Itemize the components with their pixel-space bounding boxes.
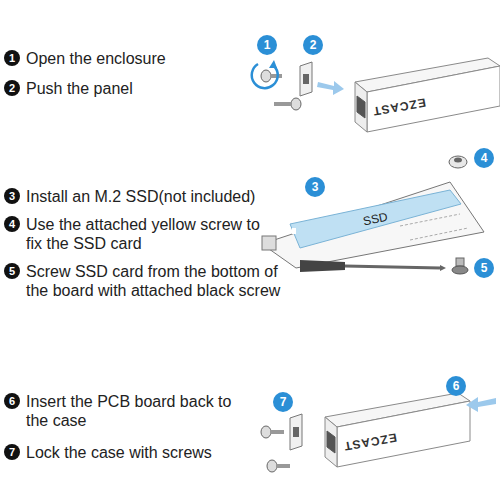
callout-number: 6 (9, 395, 15, 407)
ssd-shape (290, 190, 461, 248)
circle-shape (257, 35, 277, 55)
step-text: Lock the case with screws (26, 443, 266, 462)
step-circle: 7 (4, 444, 20, 460)
circle-shape (4, 263, 20, 279)
circle-shape (303, 35, 323, 55)
step-circle: 1 (4, 50, 20, 66)
text-holder: 4 (4, 216, 20, 232)
ssd-card: SSD (288, 188, 463, 250)
text-holder: 5 (474, 258, 494, 278)
step-circle: 2 (4, 80, 20, 96)
callout-circle: 5 (474, 258, 494, 278)
circle-shape (4, 50, 20, 66)
pcb-board (262, 182, 484, 268)
callout-circle: 6 (446, 376, 466, 396)
callout-number: 2 (9, 82, 15, 94)
text-holder: 7 (273, 392, 293, 412)
panel-and-screws-bottom (261, 414, 302, 472)
callout-number: 5 (9, 265, 15, 277)
circle-shape (4, 216, 20, 232)
circle-shape (446, 376, 466, 396)
callout-circle: 1 (257, 35, 277, 55)
callout-number: 3 (312, 180, 319, 194)
callout-number: 4 (481, 151, 488, 165)
circle-shape (4, 393, 20, 409)
text-holder: 5 (4, 263, 20, 279)
step-text: Open the enclosure (26, 49, 166, 68)
step-text: Insert the PCB board back to the case (26, 392, 236, 430)
step-circle: 6 (4, 393, 20, 409)
step-text: Install an M.2 SSD(not included) (26, 187, 288, 206)
callout-number: 1 (264, 38, 271, 52)
step-circle: 4 (4, 216, 20, 232)
circle-shape (4, 80, 20, 96)
callout-number: 5 (481, 261, 488, 275)
text-holder: 6 (4, 393, 20, 409)
step-circle: 5 (4, 263, 20, 279)
text-holder: 7 (4, 444, 20, 460)
step-text: Screw SSD card from the bottom of the bo… (26, 262, 284, 300)
step-circle: 3 (4, 188, 20, 204)
callout-number: 7 (9, 446, 15, 458)
circle-shape (4, 444, 20, 460)
text-holder: 4 (474, 148, 494, 168)
panel-and-screws (252, 60, 344, 110)
enclosure-top (355, 58, 500, 132)
callout-number: 3 (9, 190, 15, 202)
step-text: Use the attached yellow screw to fix the… (26, 215, 261, 253)
screwdriver (300, 260, 446, 272)
text-holder: 2 (4, 80, 20, 96)
text-holder: 3 (4, 188, 20, 204)
yellow-screw (449, 156, 467, 168)
circle-shape (474, 148, 494, 168)
text-holder: 3 (305, 177, 325, 197)
step-text: Push the panel (26, 79, 133, 98)
text-holder: 2 (303, 35, 323, 55)
circle-shape (305, 177, 325, 197)
text-holder: 6 (446, 376, 466, 396)
enclosure-bottom (325, 393, 470, 467)
callout-circle: 3 (305, 177, 325, 197)
callout-number: 7 (280, 395, 287, 409)
ssd-label: SSD (362, 210, 389, 229)
text-holder: 1 (4, 50, 20, 66)
callout-circle: 2 (303, 35, 323, 55)
black-screw (452, 258, 468, 274)
text-holder: 1 (257, 35, 277, 55)
callout-number: 6 (453, 379, 460, 393)
callout-number: 4 (9, 218, 15, 230)
circle-shape (273, 392, 293, 412)
circle-shape (4, 188, 20, 204)
text-holder: SSD (288, 188, 463, 250)
callout-circle: 7 (273, 392, 293, 412)
callout-number: 1 (9, 52, 15, 64)
callout-number: 2 (310, 38, 317, 52)
insert-arrow (466, 397, 496, 412)
circle-shape (474, 258, 494, 278)
callout-circle: 4 (474, 148, 494, 168)
